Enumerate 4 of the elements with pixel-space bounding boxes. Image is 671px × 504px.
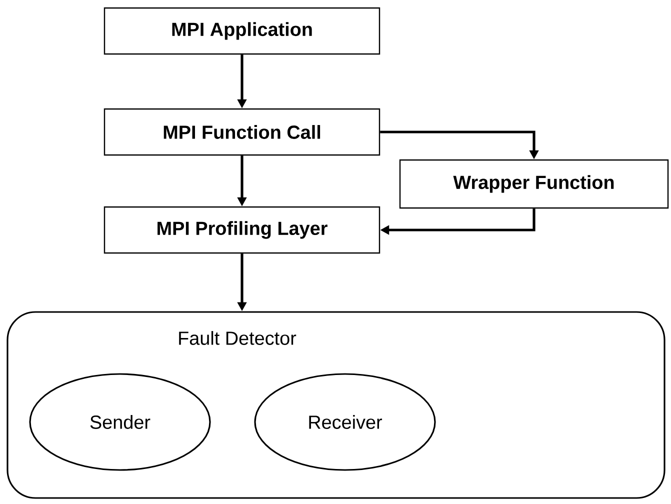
process-box: MPI Function Call bbox=[104, 108, 380, 156]
process-box: MPI Profiling Layer bbox=[104, 206, 380, 254]
process-box: Wrapper Function bbox=[399, 159, 669, 209]
process-box: MPI Application bbox=[104, 7, 380, 55]
